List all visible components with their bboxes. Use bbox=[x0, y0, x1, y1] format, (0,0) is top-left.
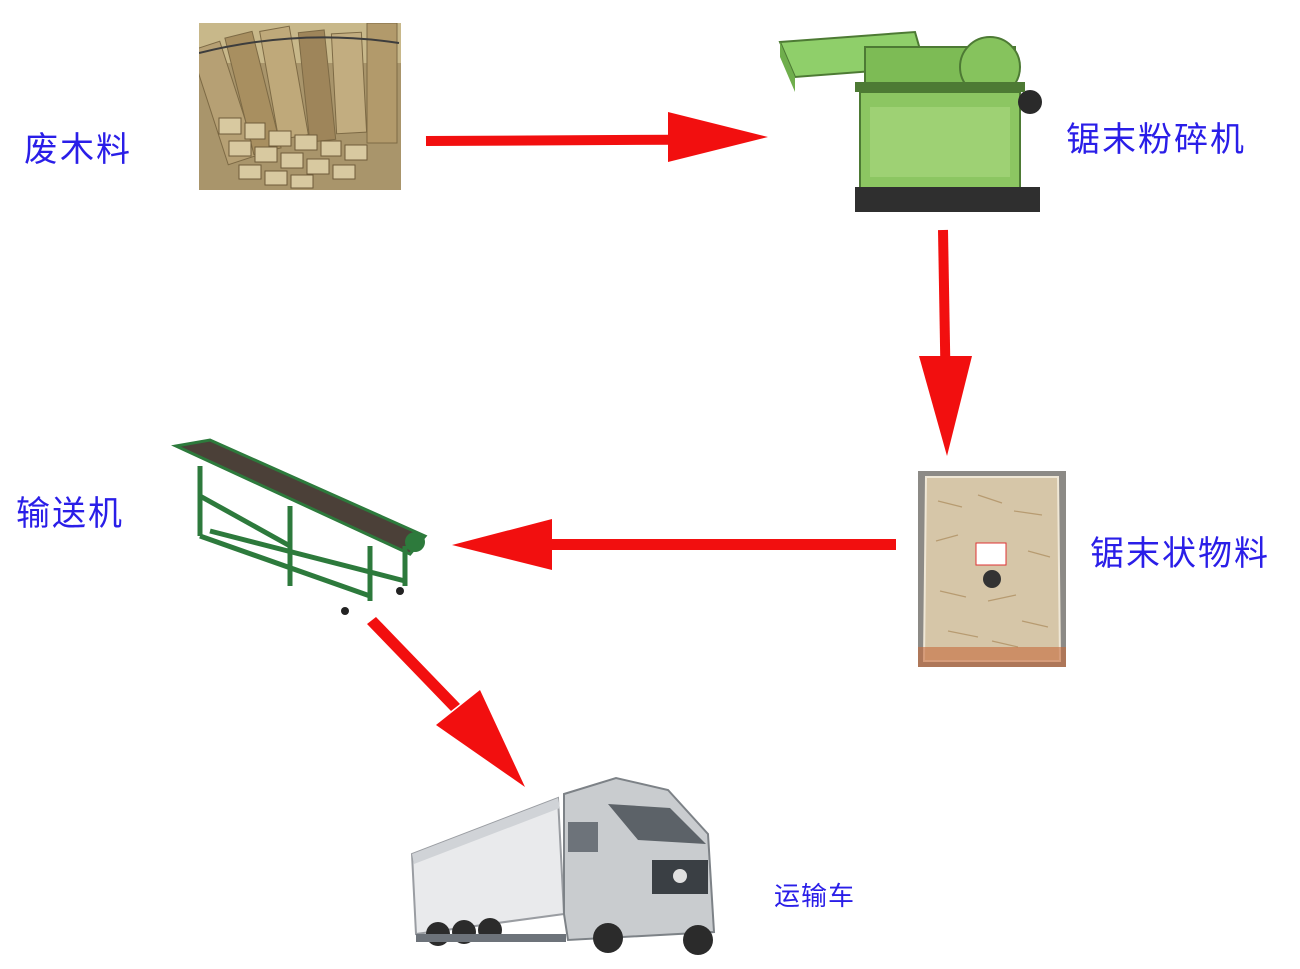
arrow-wood-to-crusher-shaft bbox=[425, 134, 675, 146]
conveyor-belt-icon bbox=[170, 436, 432, 616]
label-sawdust-material: 锯末状物料 bbox=[1090, 534, 1270, 574]
crusher-machine-icon bbox=[775, 22, 1045, 232]
arrow-conveyor-to-truck-shaft bbox=[367, 617, 460, 711]
label-sawdust-crusher: 锯末粉碎机 bbox=[1066, 120, 1246, 160]
arrow-crusher-to-sawdust-shaft bbox=[938, 229, 951, 361]
label-waste-wood: 废木料 bbox=[24, 130, 132, 170]
wood-pile-icon bbox=[199, 23, 401, 190]
truck-icon bbox=[408, 764, 726, 960]
arrow-sawdust-to-conveyor-shaft bbox=[548, 539, 896, 550]
sawdust-bag-icon bbox=[918, 471, 1066, 667]
arrow-crusher-to-sawdust-head bbox=[919, 356, 972, 456]
arrow-sawdust-to-conveyor-head bbox=[452, 519, 552, 570]
label-transport-truck: 运输车 bbox=[774, 882, 856, 912]
arrow-wood-to-crusher-head bbox=[668, 112, 768, 162]
label-conveyor: 输送机 bbox=[16, 494, 124, 534]
